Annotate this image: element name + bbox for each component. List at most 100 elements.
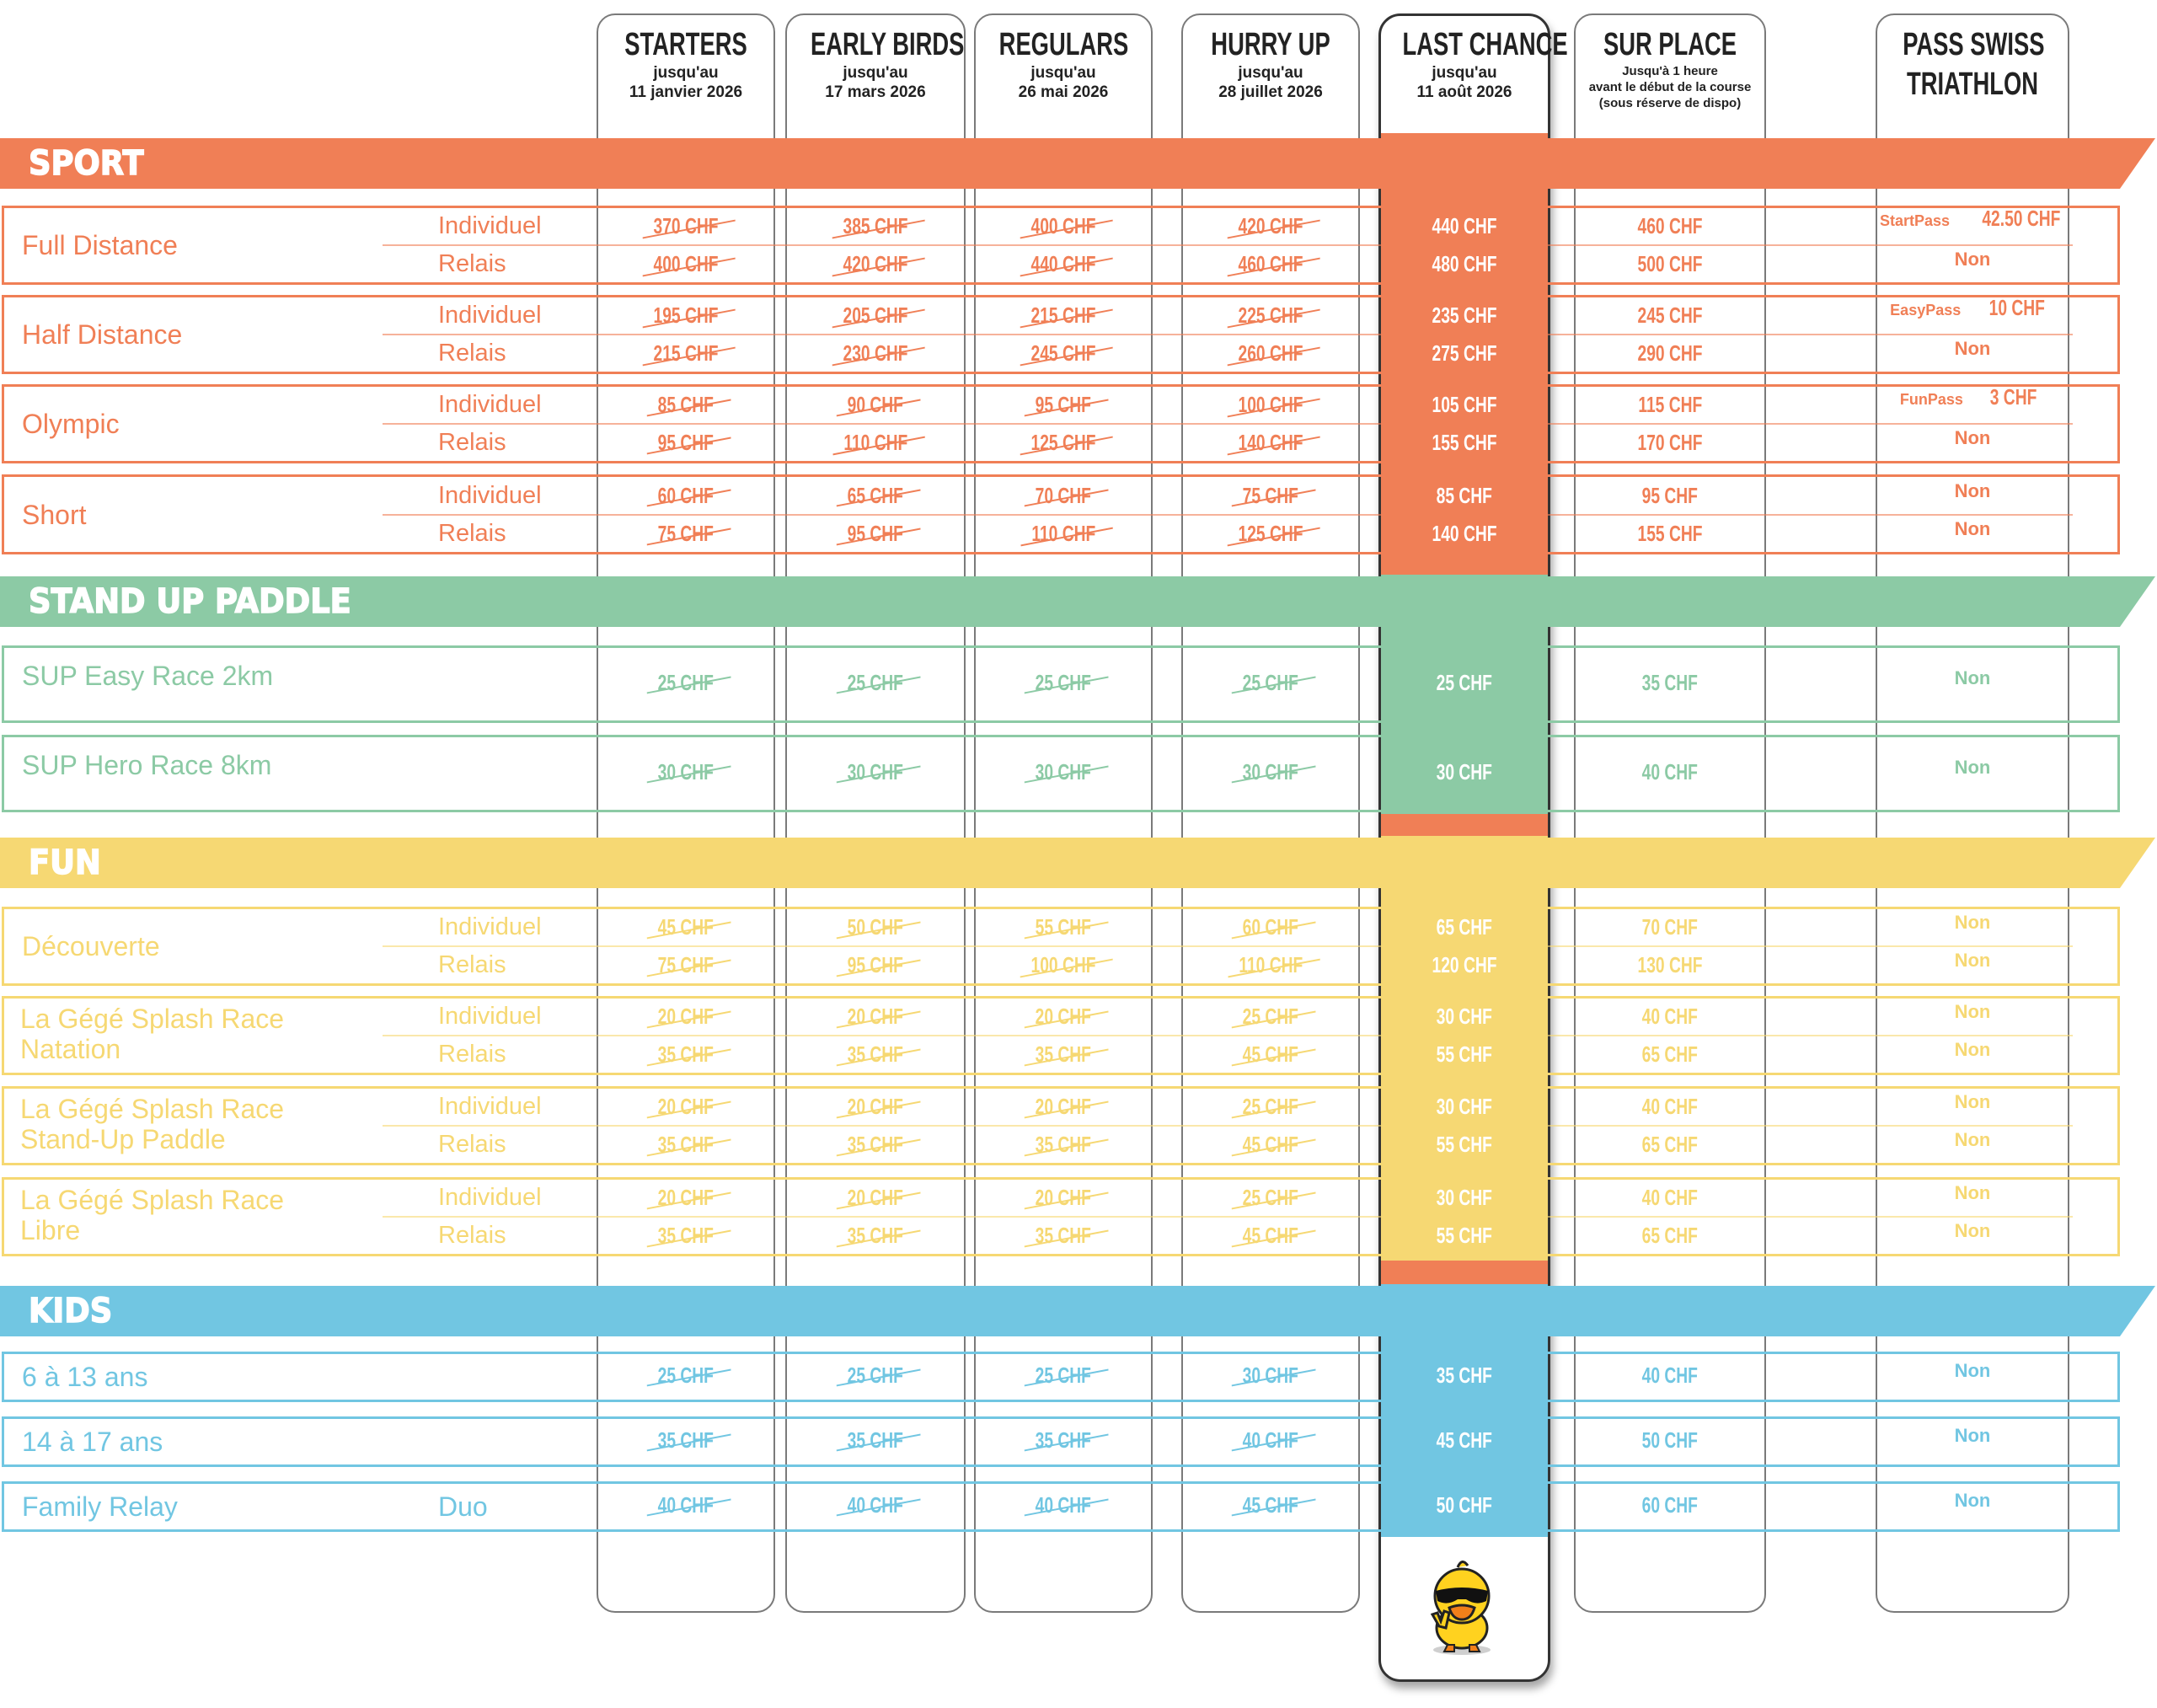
old-price: 30 CHF	[1242, 759, 1299, 784]
old-price: 45 CHF	[1242, 1041, 1299, 1068]
race-name: Short	[22, 499, 87, 530]
price-cell: 40 CHF	[979, 1492, 1148, 1518]
race-name-line2: Natation	[20, 1034, 121, 1064]
old-price: 370 CHF	[653, 213, 719, 239]
old-price: 385 CHF	[843, 213, 908, 239]
price-cell: 65 CHF	[1380, 914, 1549, 940]
column-frame-1	[597, 13, 775, 1613]
entry-type: Relais	[438, 1131, 506, 1159]
price-cell: 55 CHF	[1380, 1041, 1549, 1068]
price-cell: 35 CHF	[602, 1427, 770, 1454]
pass-availability: Non	[1954, 1490, 1991, 1511]
price-cell: 45 CHF	[1186, 1223, 1355, 1249]
old-price: 400 CHF	[1030, 213, 1096, 239]
entry-type: Individuel	[438, 1184, 542, 1212]
price-cell: 140 CHF	[1380, 521, 1549, 547]
entry-type: Individuel	[438, 1003, 542, 1031]
old-price: 35 CHF	[657, 1223, 715, 1249]
old-price: 65 CHF	[847, 482, 904, 508]
price-cell: 420 CHF	[791, 251, 960, 277]
section-band-3: KIDS	[0, 1286, 2155, 1336]
price: 170 CHF	[1637, 430, 1703, 456]
price-row	[2, 474, 2120, 554]
entry-type: Duo	[438, 1491, 488, 1522]
old-price: 25 CHF	[1035, 670, 1092, 695]
old-price: 35 CHF	[657, 1041, 715, 1068]
price: 275 CHF	[1432, 340, 1497, 367]
old-price: 20 CHF	[657, 1185, 715, 1211]
price: 65 CHF	[1436, 914, 1493, 940]
pass-cell: Non	[1880, 1425, 2065, 1447]
sub-row-divider	[383, 244, 2073, 246]
column-title-line2: TRIATHLON	[1906, 67, 2039, 102]
old-price: 25 CHF	[657, 1363, 715, 1388]
price-cell: 60 CHF	[1586, 1492, 1754, 1518]
pass-availability: Non	[1954, 1360, 1991, 1381]
price-cell: 245 CHF	[1586, 303, 1754, 329]
price-cell: 110 CHF	[1186, 952, 1355, 978]
price: 95 CHF	[1641, 482, 1699, 508]
price-cell: 30 CHF	[1380, 1094, 1549, 1120]
pass-availability: Non	[1954, 1182, 1991, 1204]
old-price: 35 CHF	[657, 1427, 715, 1453]
price: 55 CHF	[1436, 1132, 1493, 1158]
price: 60 CHF	[1641, 1492, 1699, 1518]
price-cell: 440 CHF	[1380, 213, 1549, 239]
old-price: 100 CHF	[1238, 392, 1303, 418]
price-cell: 55 CHF	[979, 914, 1148, 940]
price-cell: 25 CHF	[602, 670, 770, 696]
sub-row-divider	[383, 423, 2073, 425]
old-price: 35 CHF	[847, 1132, 904, 1158]
race-name-line2: Libre	[20, 1215, 81, 1245]
column-title: HURRY UP	[1211, 27, 1330, 62]
entry-type: Relais	[438, 951, 506, 979]
entry-type: Individuel	[438, 391, 542, 419]
pass-cell: Non	[1880, 338, 2065, 360]
price-cell: 65 CHF	[791, 483, 960, 509]
price: 130 CHF	[1637, 952, 1703, 978]
pass-availability: Non	[1954, 912, 1991, 934]
section-title: SPORT	[28, 143, 144, 184]
race-name-line2: Stand-Up Paddle	[20, 1124, 226, 1154]
old-price: 125 CHF	[1030, 430, 1096, 456]
entry-type: Individuel	[438, 481, 542, 509]
old-price: 60 CHF	[657, 482, 715, 508]
pass-availability: Non	[1954, 249, 1991, 270]
price-cell: 195 CHF	[602, 303, 770, 329]
section-band-shape	[0, 138, 2155, 189]
old-price: 70 CHF	[1035, 482, 1092, 508]
old-price: 95 CHF	[847, 952, 904, 978]
column-title: SUR PLACE	[1603, 27, 1737, 62]
pass-availability: Non	[1954, 338, 1991, 360]
last-chance-highlight-3	[1381, 1284, 1548, 1537]
pass-price: 10 CHF	[1988, 295, 2046, 321]
price-cell: 225 CHF	[1186, 303, 1355, 329]
column-subtitle: Jusqu'à 1 heure	[1622, 64, 1718, 78]
price-cell: 40 CHF	[1586, 1363, 1754, 1389]
price-cell: 45 CHF	[1186, 1492, 1355, 1518]
old-price: 100 CHF	[1030, 952, 1096, 978]
price-cell: 20 CHF	[791, 1094, 960, 1120]
column-frame-2	[785, 13, 966, 1613]
price-cell: 170 CHF	[1586, 430, 1754, 456]
price: 30 CHF	[1436, 1004, 1493, 1030]
column-subtitle: jusqu'au	[1238, 64, 1303, 82]
old-price: 30 CHF	[847, 759, 904, 784]
price-cell: 400 CHF	[602, 251, 770, 277]
price-cell: 25 CHF	[1186, 1185, 1355, 1211]
old-price: 215 CHF	[1030, 303, 1096, 329]
price-row	[2, 206, 2120, 285]
price-cell: 370 CHF	[602, 213, 770, 239]
old-price: 20 CHF	[657, 1094, 715, 1120]
price-cell: 85 CHF	[602, 392, 770, 418]
price-cell: 35 CHF	[791, 1427, 960, 1454]
old-price: 35 CHF	[847, 1427, 904, 1453]
price-cell: 40 CHF	[602, 1492, 770, 1518]
price-cell: 35 CHF	[602, 1041, 770, 1068]
old-price: 25 CHF	[1242, 1094, 1299, 1120]
price-cell: 40 CHF	[1586, 759, 1754, 785]
column-subtitle: 17 mars 2026	[825, 83, 926, 101]
